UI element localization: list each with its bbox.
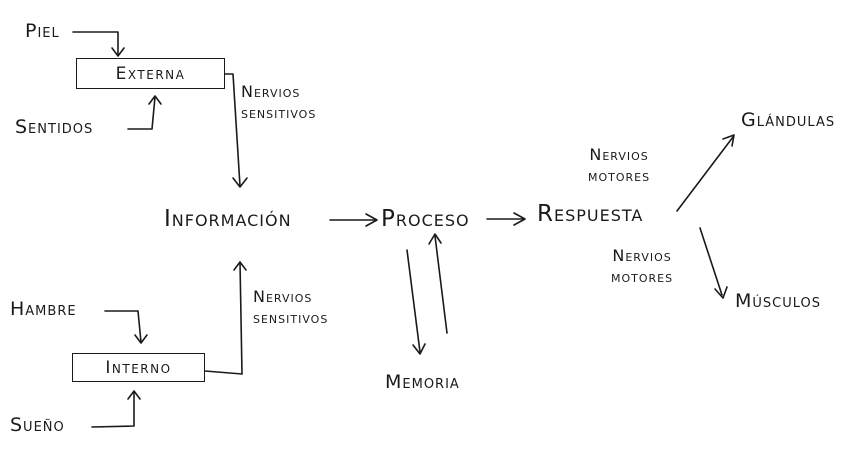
box-interno: Interno — [72, 353, 205, 382]
edge-label-line: motores — [588, 165, 651, 185]
arrowhead-sueno-interno — [127, 390, 141, 400]
node-informacion: Información — [164, 206, 292, 232]
arrowhead-interno-informacion — [233, 261, 247, 271]
node-respuesta: Respuesta — [537, 201, 644, 227]
arrowhead-externa-informacion — [232, 177, 248, 188]
arrowhead-respuesta-glandulas — [722, 134, 735, 147]
arrowhead-piel-externa — [111, 47, 125, 57]
arrowhead-respuesta-musculos — [714, 286, 728, 299]
arrow-memoria-to-proceso — [434, 235, 448, 334]
arrow-interno-to-informacion — [204, 261, 243, 375]
arrowhead-hambre-interno — [134, 334, 148, 344]
arrow-sentidos-to-externa — [127, 96, 156, 130]
edge-label-nervios-motores-bottom: Nervios motores — [611, 246, 673, 288]
node-memoria: Memoria — [385, 371, 460, 393]
arrowhead-proceso-respuesta — [513, 212, 526, 226]
edge-label-nervios-sensitivos-top: Nervios sensitivos — [241, 82, 316, 124]
box-externa-label: Externa — [115, 63, 186, 84]
edge-label-nervios-sensitivos-bottom: Nervios sensitivos — [253, 287, 328, 329]
arrow-hambre-to-interno — [104, 310, 142, 343]
edge-label-line: Nervios — [612, 246, 672, 265]
box-interno-label: Interno — [105, 357, 172, 378]
node-musculos: Músculos — [735, 290, 822, 312]
edge-label-line: Nervios — [253, 287, 313, 306]
edge-label-line: sensitivos — [241, 102, 317, 122]
arrow-piel-to-externa — [72, 31, 119, 56]
label-piel: Piel — [25, 20, 60, 42]
arrowhead-memoria-proceso — [428, 233, 442, 245]
arrow-respuesta-to-glandulas — [676, 136, 734, 212]
label-hambre: Hambre — [10, 298, 77, 320]
label-sentidos: Sentidos — [15, 116, 94, 138]
edge-label-nervios-motores-top: Nervios motores — [588, 145, 650, 187]
box-externa: Externa — [76, 58, 225, 89]
arrowhead-sentidos-externa — [148, 95, 162, 105]
node-proceso: Proceso — [381, 206, 470, 232]
arrowhead-informacion-proceso — [365, 213, 378, 227]
arrow-externa-to-informacion — [224, 73, 241, 187]
label-sueno: Sueño — [10, 414, 65, 436]
edge-label-line: motores — [611, 266, 674, 286]
arrow-sueno-to-interno — [91, 391, 135, 428]
edge-label-line: Nervios — [589, 145, 649, 164]
edge-label-line: sensitivos — [253, 307, 329, 327]
arrowhead-proceso-memoria — [412, 343, 426, 355]
arrow-proceso-to-memoria — [406, 249, 421, 353]
edge-label-line: Nervios — [241, 82, 301, 101]
arrow-respuesta-to-musculos — [699, 227, 723, 296]
node-glandulas: Glándulas — [741, 109, 836, 131]
